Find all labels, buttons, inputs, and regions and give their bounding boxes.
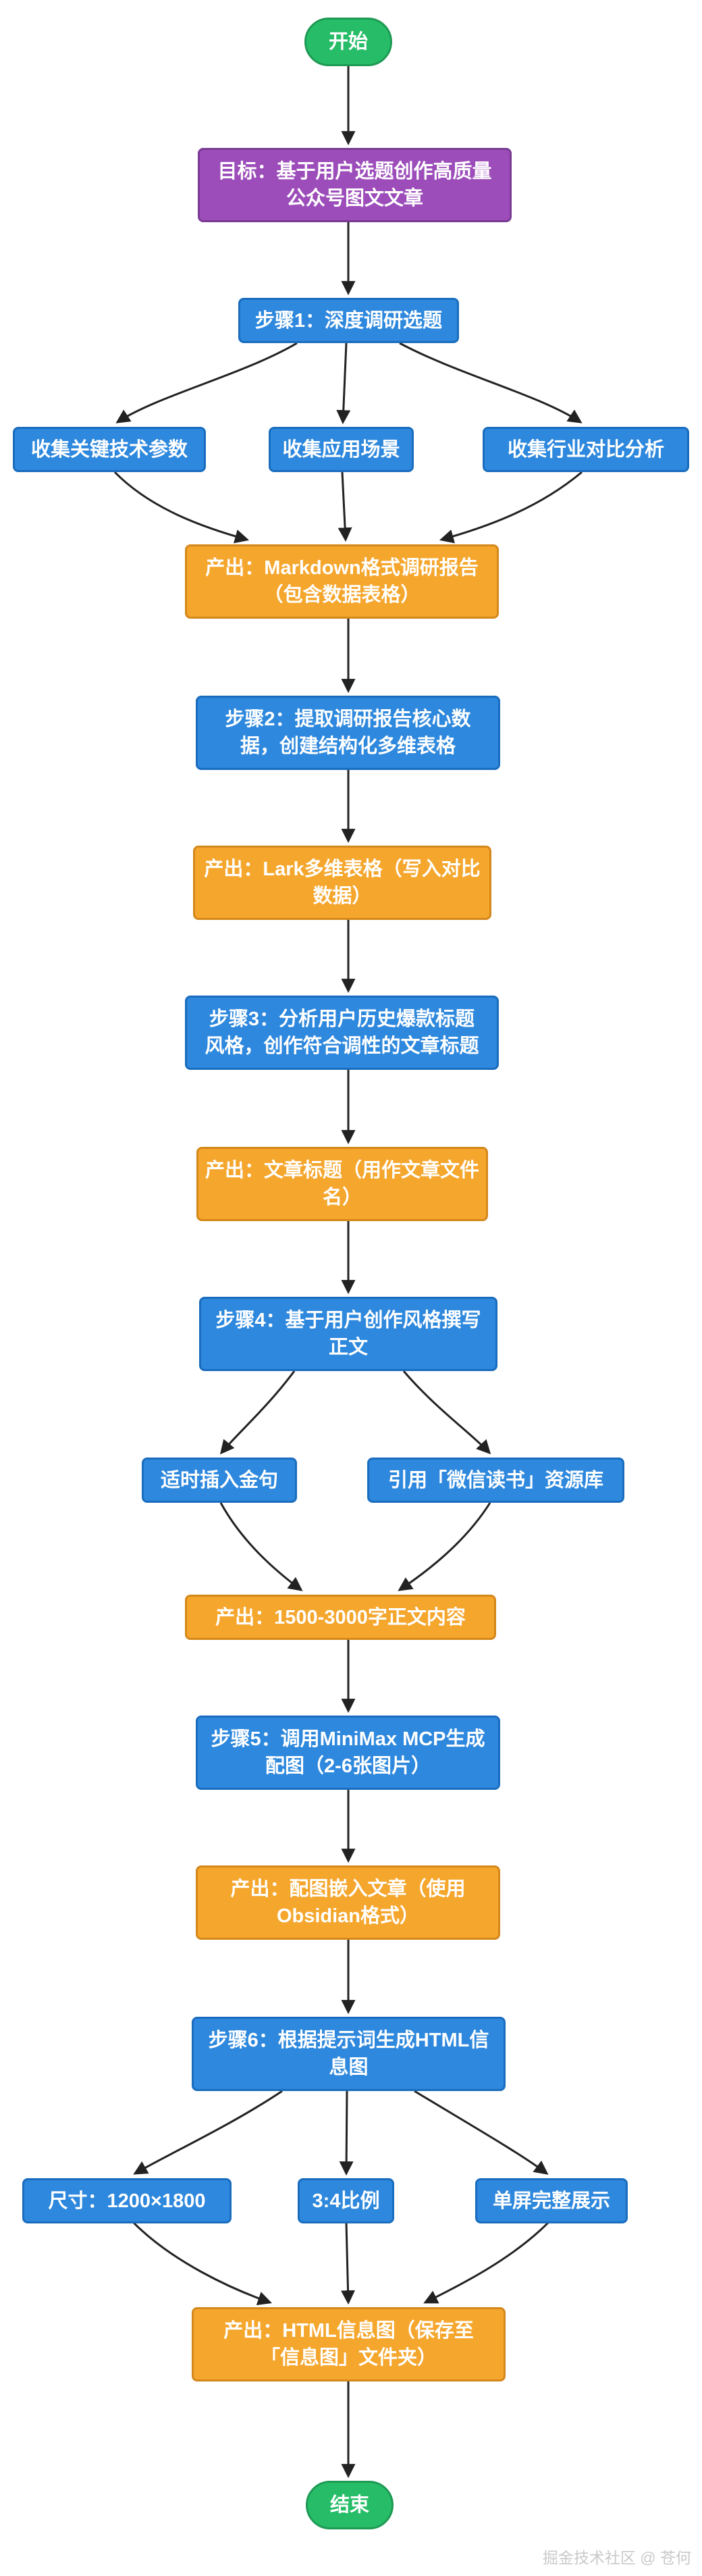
edge-collect-scene-output-report: [338, 471, 352, 542]
edge-step1-collect-scene: [336, 342, 351, 425]
node-end-label: 结束: [329, 2494, 369, 2516]
node-step2: 步骤2：提取调研报告核心数 据，创建结构化多维表格: [196, 696, 500, 770]
node-collect-scene-label: 收集应用场景: [282, 438, 400, 461]
edge-insert-quote-output-body: [219, 1502, 303, 1591]
node-insert-quote-label: 适时插入金句: [160, 1469, 278, 1491]
node-output-lark: 产出：Lark多维表格（写入对比 数据）: [193, 846, 491, 920]
edge-step4-weread: [402, 1370, 491, 1455]
node-output-figures-label-line2: Obsidian格式）: [276, 1905, 420, 1927]
node-start-label: 开始: [328, 31, 368, 53]
node-weread-label: 引用「微信读书」资源库: [387, 1469, 603, 1491]
edge-step1-collect-params: [115, 342, 298, 423]
edge-spec-ratio-output-infographic: [341, 2222, 356, 2305]
node-step6-label-line2: 息图: [329, 2057, 369, 2078]
node-output-body-label: 产出：1500-3000字正文内容: [215, 1606, 466, 1628]
node-output-report-label-line2: （包含数据表格）: [263, 584, 421, 606]
node-weread: 引用「微信读书」资源库: [367, 1458, 624, 1503]
node-goal: 目标：基于用户选题创作高质量 公众号图文文章: [198, 148, 512, 222]
node-step4-label-line1: 步骤4：基于用户创作风格撰写: [215, 1310, 481, 1331]
node-step3: 步骤3：分析用户历史爆款标题 风格，创作符合调性的文章标题: [185, 996, 499, 1070]
edge-step6-spec-size: [133, 2090, 283, 2175]
node-step3-label-line1: 步骤3：分析用户历史爆款标题: [209, 1008, 475, 1030]
node-step5-label-line2: 配图（2-6张图片）: [265, 1755, 431, 1777]
node-goal-label-line1: 目标：基于用户选题创作高质量: [217, 161, 492, 182]
node-collect-industry-label: 收集行业对比分析: [507, 438, 664, 461]
node-output-title-label-line2: 名）: [322, 1187, 362, 1208]
node-goal-label-line2: 公众号图文文章: [286, 188, 423, 209]
node-insert-quote: 适时插入金句: [142, 1458, 297, 1503]
edge-step6-spec-ratio: [339, 2090, 354, 2176]
node-output-title-label-line1: 产出：文章标题（用作文章文件: [205, 1160, 479, 1181]
node-step5-label-line1: 步骤5：调用MiniMax MCP生成: [211, 1728, 485, 1750]
node-collect-params-label: 收集关键技术参数: [30, 438, 188, 461]
node-step4: 步骤4：基于用户创作风格撰写 正文: [199, 1297, 497, 1371]
node-spec-ratio-label: 3:4比例: [312, 2190, 380, 2212]
edge-collect-params-output-report: [113, 471, 250, 544]
node-step5: 步骤5：调用MiniMax MCP生成 配图（2-6张图片）: [196, 1716, 500, 1790]
node-output-lark-label-line2: 数据）: [313, 885, 372, 907]
node-step6: 步骤6：根据提示词生成HTML信 息图: [192, 2017, 506, 2091]
node-collect-params: 收集关键技术参数: [13, 427, 206, 472]
edge-spec-size-output-infographic: [132, 2221, 272, 2306]
node-step6-label-line1: 步骤6：根据提示词生成HTML信: [208, 2030, 489, 2051]
node-step4-label-line2: 正文: [328, 1337, 368, 1358]
watermark: 掘金技术社区 @ 苍何: [542, 2549, 691, 2567]
node-spec-ratio: 3:4比例: [298, 2178, 394, 2223]
node-spec-size-label: 尺寸：1200×1800: [48, 2190, 206, 2212]
node-output-lark-label-line1: 产出：Lark多维表格（写入对比: [204, 858, 481, 880]
node-output-infographic-label-line2: 「信息图」文件夹）: [260, 2347, 437, 2369]
node-end: 结束: [306, 2481, 394, 2529]
node-step2-label-line1: 步骤2：提取调研报告核心数: [225, 709, 471, 730]
node-output-infographic-label-line1: 产出：HTML信息图（保存至: [223, 2320, 474, 2342]
node-output-figures-label-line1: 产出：配图嵌入文章（使用: [230, 1878, 466, 1900]
node-spec-screen: 单屏完整展示: [475, 2178, 628, 2223]
edge-spec-screen-output-infographic: [423, 2221, 549, 2304]
node-step2-label-line2: 据，创建结构化多维表格: [240, 736, 456, 757]
node-collect-scene: 收集应用场景: [269, 427, 414, 472]
node-step1-label: 步骤1：深度调研选题: [254, 309, 443, 332]
node-output-report: 产出：Markdown格式调研报告 （包含数据表格）: [185, 544, 499, 619]
node-output-report-label-line1: 产出：Markdown格式调研报告: [205, 557, 479, 579]
node-output-figures: 产出：配图嵌入文章（使用 Obsidian格式）: [196, 1865, 500, 1940]
node-output-infographic: 产出：HTML信息图（保存至 「信息图」文件夹）: [192, 2307, 506, 2381]
node-collect-industry: 收集行业对比分析: [483, 427, 689, 472]
node-step1: 步骤1：深度调研选题: [238, 298, 459, 343]
edge-step1-collect-industry: [399, 342, 583, 423]
edge-collect-industry-output-report: [439, 471, 583, 544]
node-output-title: 产出：文章标题（用作文章文件 名）: [196, 1147, 488, 1221]
node-spec-screen-label: 单屏完整展示: [492, 2190, 610, 2212]
node-output-body: 产出：1500-3000字正文内容: [185, 1595, 496, 1640]
edge-weread-output-body: [398, 1502, 491, 1591]
node-step3-label-line2: 风格，创作符合调性的文章标题: [205, 1035, 479, 1057]
edge-step6-spec-screen: [414, 2090, 549, 2175]
node-spec-size: 尺寸：1200×1800: [22, 2178, 232, 2223]
edge-step4-insert-quote: [219, 1370, 296, 1455]
node-start: 开始: [304, 18, 392, 66]
